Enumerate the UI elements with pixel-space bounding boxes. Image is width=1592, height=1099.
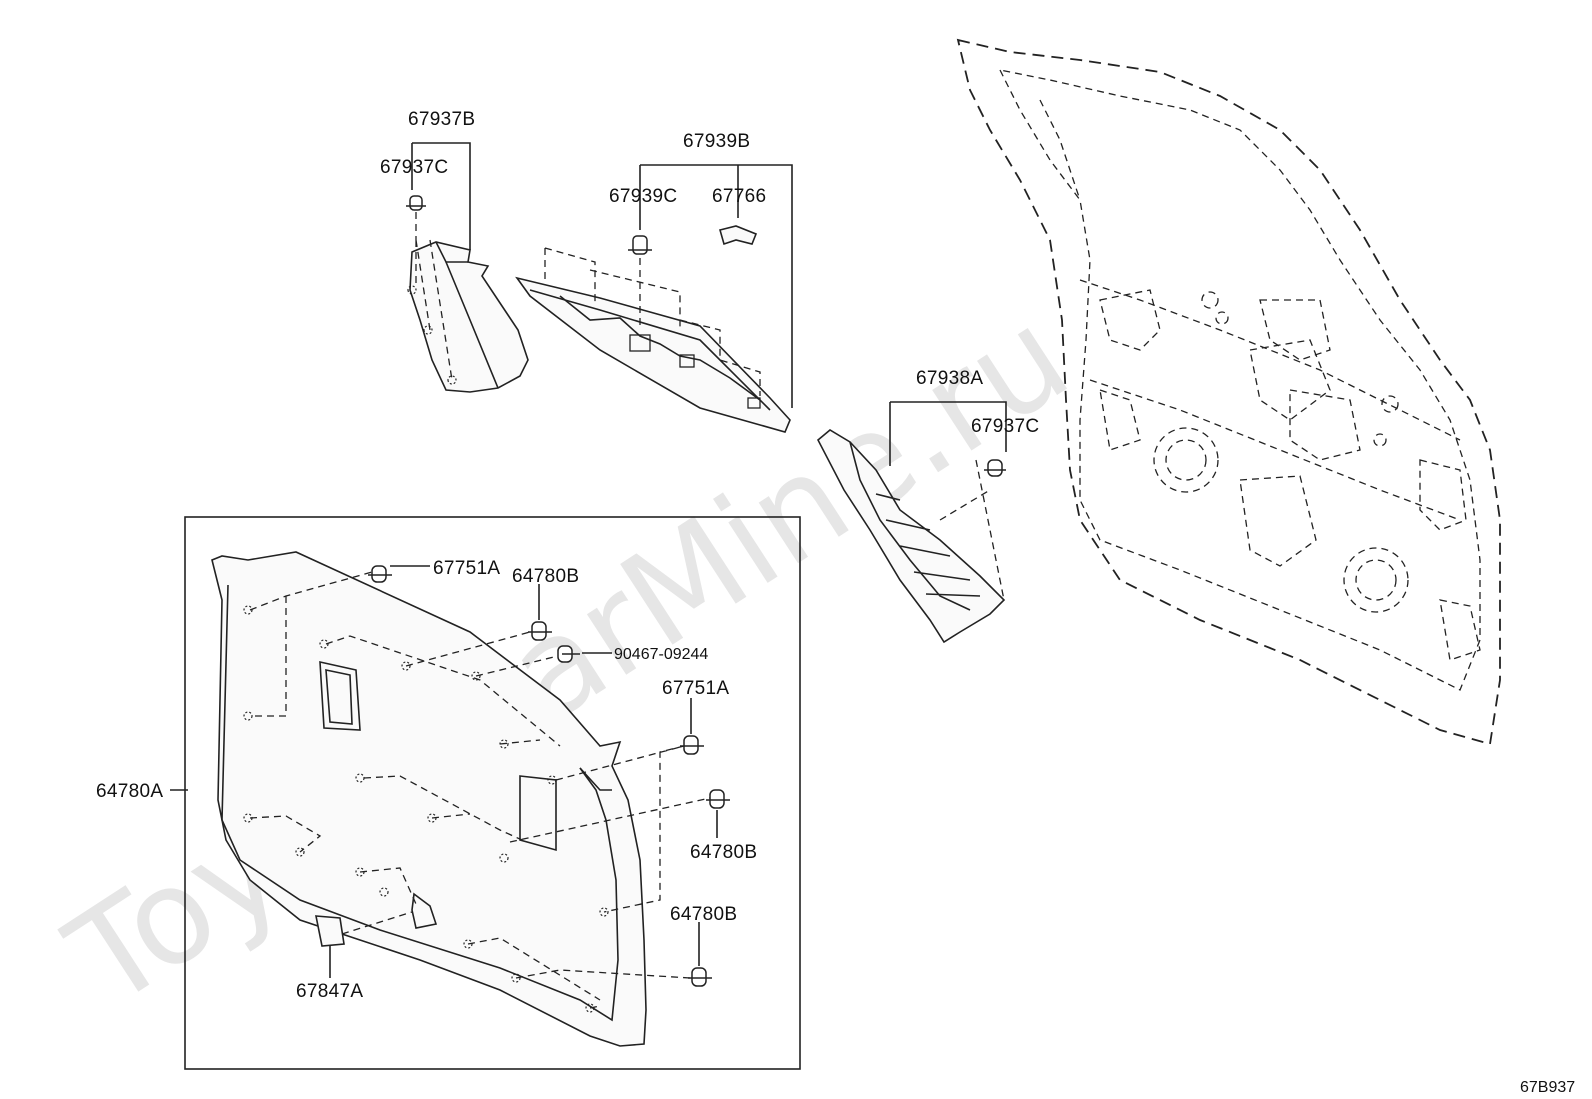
label-67751A-top: 67751A	[433, 558, 500, 579]
clip-icon-67939C	[628, 235, 652, 255]
clip-icon-67751A-mid	[680, 735, 704, 755]
leader-67939B	[639, 164, 793, 408]
label-67939B: 67939B	[683, 131, 750, 152]
clip-icon-64780B-top	[528, 621, 552, 641]
diagram-code: 67B937	[1520, 1079, 1575, 1096]
label-67937C-top: 67937C	[380, 157, 448, 178]
screw-icon-90467-09244	[557, 645, 580, 663]
cover-icon-67847A	[315, 915, 345, 947]
clip-icon-67937C-right	[984, 459, 1006, 477]
side-trim-67937B[interactable]	[407, 241, 529, 393]
bracket-icon-67766	[719, 225, 758, 246]
label-64780A: 64780A	[96, 781, 163, 802]
label-90467-09244: 90467-09244	[614, 646, 708, 663]
label-67937C-right: 67937C	[971, 416, 1039, 437]
assembly-box	[184, 516, 801, 1070]
label-64780B-bot: 64780B	[670, 904, 737, 925]
clip-icon-64780B-bot	[688, 967, 712, 987]
leader-67937B	[411, 142, 471, 250]
leader-67938A	[889, 401, 1007, 466]
label-64780B-top: 64780B	[512, 566, 579, 587]
clip-icon-67751A-top	[368, 565, 392, 583]
clip-icon-64780B-mid	[706, 789, 730, 809]
label-67847A: 67847A	[296, 981, 363, 1002]
clip-icon-67937C-top	[406, 195, 426, 211]
label-67751A-mid: 67751A	[662, 678, 729, 699]
label-67766: 67766	[712, 186, 766, 207]
label-67938A: 67938A	[916, 368, 983, 389]
label-64780B-mid: 64780B	[690, 842, 757, 863]
back-door-panel	[956, 38, 1501, 746]
pillar-trim-67938A[interactable]	[816, 429, 1006, 644]
label-67937B: 67937B	[408, 109, 475, 130]
sill-plate-67939B[interactable]	[515, 276, 791, 433]
label-67939C: 67939C	[609, 186, 677, 207]
